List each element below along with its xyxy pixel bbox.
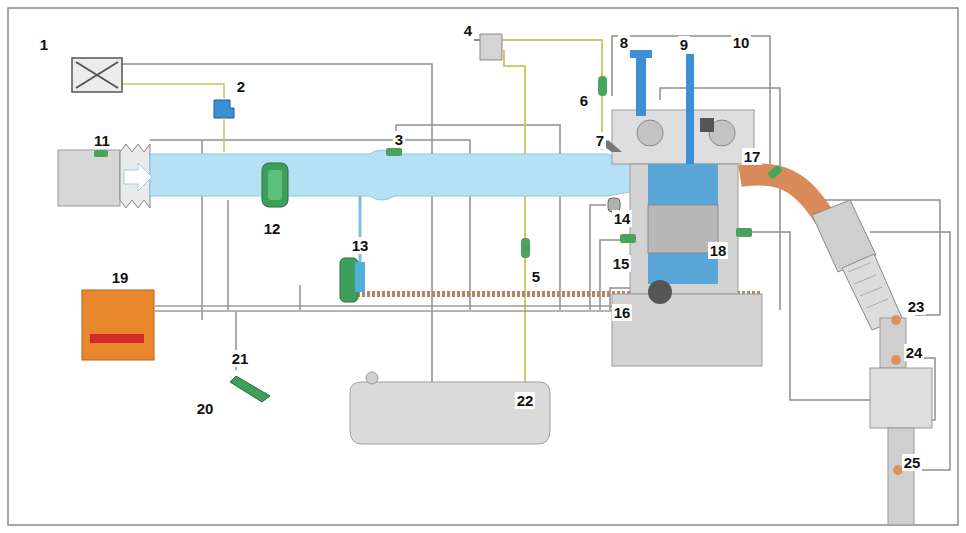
callout-number: 19 (110, 269, 131, 286)
callout-number: 15 (611, 255, 632, 272)
callout-number: 11 (92, 132, 112, 149)
callout-number: 22 (515, 392, 536, 409)
callout-number: 14 (612, 210, 633, 227)
callout-number: 10 (731, 34, 752, 51)
callout-number: 13 (350, 237, 371, 254)
callout-number: 1 (38, 36, 50, 53)
callout-number: 6 (578, 92, 590, 109)
callout-number: 7 (594, 132, 606, 149)
callout-number: 25 (902, 454, 923, 471)
callout-number: 24 (904, 344, 925, 361)
callout-number: 4 (462, 22, 474, 39)
callout-number: 23 (906, 298, 927, 315)
callout-number: 16 (612, 304, 633, 321)
callout-number: 9 (678, 36, 690, 53)
callout-number: 8 (618, 34, 630, 51)
callout-number: 5 (530, 268, 542, 285)
callout-number: 17 (742, 148, 763, 165)
callout-number: 12 (262, 220, 283, 237)
callout-number: 18 (708, 242, 729, 259)
callout-number: 3 (393, 131, 405, 148)
callout-number: 20 (195, 400, 216, 417)
callout-number: 21 (230, 350, 251, 367)
callout-number: 2 (235, 78, 247, 95)
